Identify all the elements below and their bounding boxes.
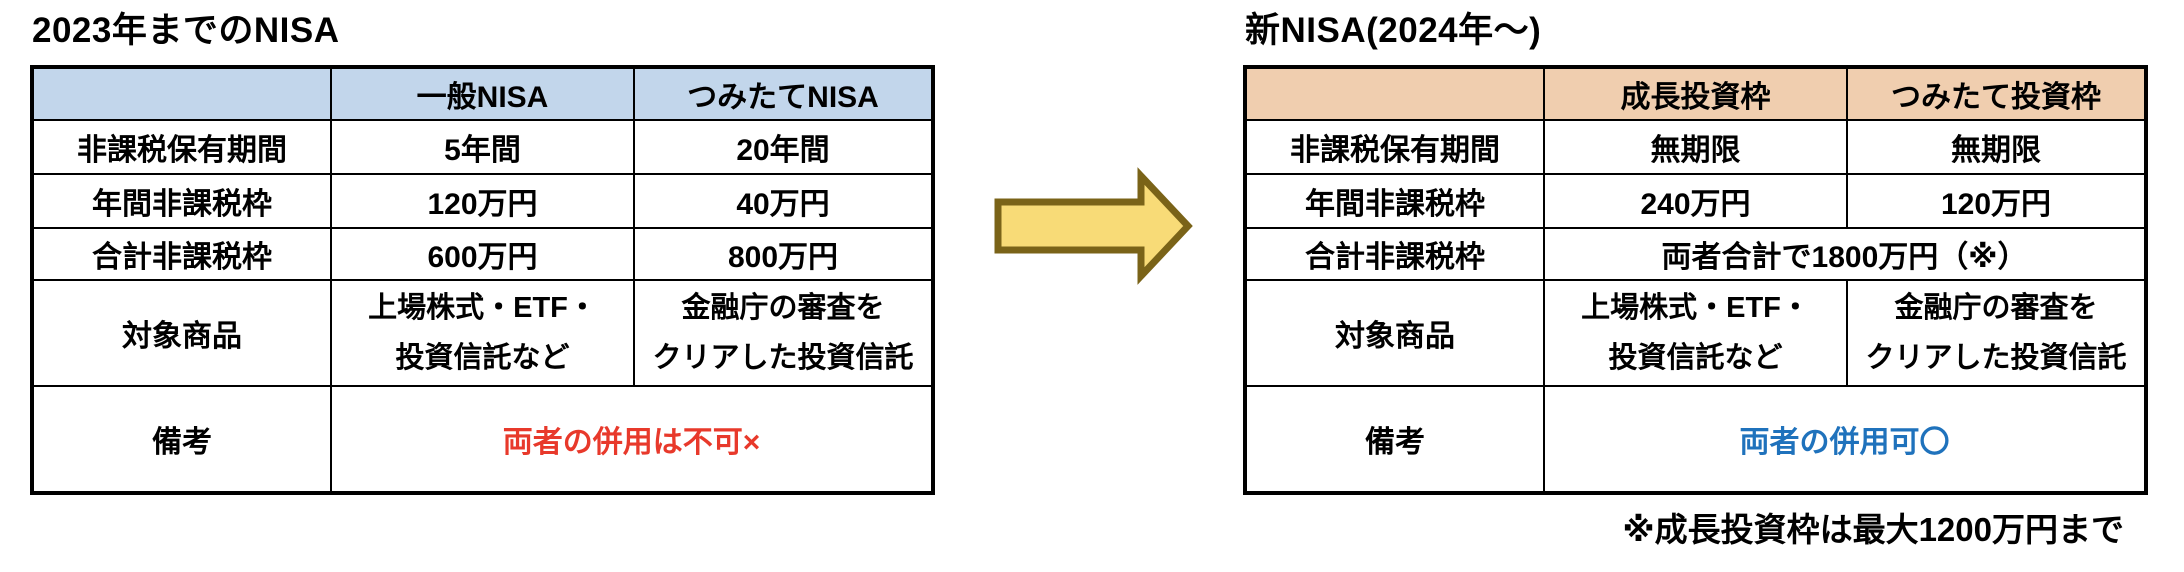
cell-general-total-limit: 600万円 — [330, 227, 635, 281]
table-row-total-limit: 合計非課税枠 両者合計で1800万円（※） — [1244, 227, 2147, 281]
table-row-annual-limit: 年間非課税枠 120万円 40万円 — [31, 173, 934, 229]
new-nisa-title: 新NISA(2024年～) — [1245, 11, 1542, 50]
new-nisa-col-header-tsumitate: つみたて投資枠 — [1846, 66, 2147, 121]
cell-growth-holding-period: 無期限 — [1543, 119, 1848, 175]
cell-tsumitate-annual-limit: 40万円 — [633, 173, 934, 229]
products-line: 金融庁の審査を — [681, 292, 885, 324]
cell-tsumitate-holding-period: 20年間 — [633, 119, 934, 175]
row-label: 年間非課税枠 — [1244, 173, 1545, 229]
products-line: 上場株式・ETF・ — [368, 292, 597, 324]
row-label: 非課税保有期間 — [1244, 119, 1545, 175]
old-nisa-col-header-tsumitate: つみたてNISA — [633, 66, 934, 121]
old-nisa-title: 2023年までのNISA — [32, 11, 340, 50]
cell-growth-products: 上場株式・ETF・ 投資信託など — [1543, 279, 1848, 387]
row-label: 備考 — [1244, 385, 1545, 494]
new-nisa-table: 成長投資枠 つみたて投資枠 非課税保有期間 無期限 無期限 年間非課税枠 240… — [1243, 65, 2148, 495]
old-nisa-header-row: 一般NISA つみたてNISA — [31, 66, 934, 121]
cell-general-holding-period: 5年間 — [330, 119, 635, 175]
row-label: 合計非課税枠 — [1244, 227, 1545, 281]
row-label: 年間非課税枠 — [31, 173, 332, 229]
cell-general-products: 上場株式・ETF・ 投資信託など — [330, 279, 635, 387]
products-line: クリアした投資信託 — [652, 342, 914, 374]
products-line: クリアした投資信託 — [1865, 342, 2127, 374]
cell-remarks-merged: 両者の併用可〇 — [1543, 385, 2147, 494]
cell-tsumitate-annual-limit: 120万円 — [1846, 173, 2147, 229]
table-row-products: 対象商品 上場株式・ETF・ 投資信託など 金融庁の審査を クリアした投資信託 — [31, 279, 934, 387]
table-row-holding-period: 非課税保有期間 5年間 20年間 — [31, 119, 934, 175]
row-label: 対象商品 — [31, 279, 332, 387]
cell-growth-annual-limit: 240万円 — [1543, 173, 1848, 229]
row-label: 非課税保有期間 — [31, 119, 332, 175]
cell-tsumitate-products: 金融庁の審査を クリアした投資信託 — [1846, 279, 2147, 387]
cell-general-annual-limit: 120万円 — [330, 173, 635, 229]
row-label: 対象商品 — [1244, 279, 1545, 387]
table-row-remarks: 備考 両者の併用可〇 — [1244, 385, 2147, 494]
arrow-right-icon — [994, 167, 1193, 285]
cell-tsumitate-total-limit: 800万円 — [633, 227, 934, 281]
transition-arrow — [993, 167, 1197, 285]
table-row-total-limit: 合計非課税枠 600万円 800万円 — [31, 227, 934, 281]
table-row-holding-period: 非課税保有期間 無期限 無期限 — [1244, 119, 2147, 175]
products-line: 上場株式・ETF・ — [1581, 292, 1810, 324]
table-row-products: 対象商品 上場株式・ETF・ 投資信託など 金融庁の審査を クリアした投資信託 — [1244, 279, 2147, 387]
new-nisa-header-row: 成長投資枠 つみたて投資枠 — [1244, 66, 2147, 121]
products-line: 投資信託など — [395, 342, 570, 374]
old-nisa-table: 一般NISA つみたてNISA 非課税保有期間 5年間 20年間 年間非課税枠 … — [30, 65, 935, 495]
products-line: 投資信託など — [1608, 342, 1783, 374]
new-nisa-section: 新NISA(2024年～) 成長投資枠 つみたて投資枠 非課税保有期間 無期限 … — [1243, 10, 2148, 551]
products-line: 金融庁の審査を — [1894, 292, 2098, 324]
growth-limit-footnote: ※成長投資枠は最大1200万円まで — [1622, 511, 2125, 548]
cell-tsumitate-products: 金融庁の審査を クリアした投資信託 — [633, 279, 934, 387]
old-nisa-col-header-general: 一般NISA — [330, 66, 635, 121]
old-nisa-section: 2023年までのNISA 一般NISA つみたてNISA 非課税保有期間 5年間… — [30, 10, 935, 495]
row-label: 合計非課税枠 — [31, 227, 332, 281]
new-nisa-col-header-growth: 成長投資枠 — [1543, 66, 1848, 121]
cell-remarks-merged: 両者の併用は不可× — [330, 385, 934, 494]
table-row-remarks: 備考 両者の併用は不可× — [31, 385, 934, 494]
old-nisa-corner-cell — [31, 66, 332, 121]
cell-tsumitate-holding-period: 無期限 — [1846, 119, 2147, 175]
cell-total-limit-merged: 両者合計で1800万円（※） — [1543, 227, 2147, 281]
row-label: 備考 — [31, 385, 332, 494]
table-row-annual-limit: 年間非課税枠 240万円 120万円 — [1244, 173, 2147, 229]
new-nisa-corner-cell — [1244, 66, 1545, 121]
